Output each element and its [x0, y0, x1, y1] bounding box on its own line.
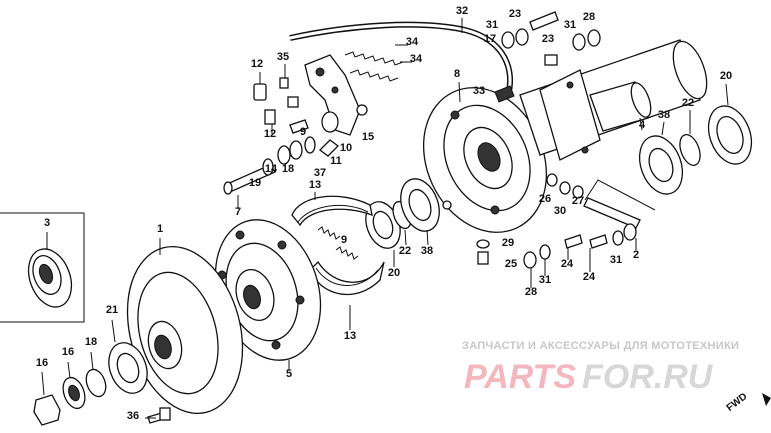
callout-c-8: 8 [454, 68, 460, 80]
callout-c-34a: 34 [406, 36, 419, 48]
callout-c-28b: 28 [525, 286, 537, 298]
callout-c-27: 27 [572, 195, 584, 207]
callout-c-16a: 16 [62, 346, 74, 358]
bearing-right-part-38 [638, 83, 753, 195]
callout-c-35: 35 [277, 51, 289, 63]
callout-c-22b: 22 [399, 245, 411, 257]
callout-c-24b: 24 [583, 271, 596, 283]
callout-c-26: 26 [539, 193, 551, 205]
brake-panel-part-8 [422, 81, 548, 233]
brake-spring-part-9 [314, 192, 359, 330]
callout-c-23a: 23 [509, 8, 521, 20]
callout-c-37: 37 [314, 167, 326, 179]
callout-c-33: 33 [473, 85, 485, 97]
callout-c-17: 17 [484, 33, 496, 45]
callout-c-12b: 12 [264, 128, 276, 140]
callout-c-10: 10 [340, 142, 352, 154]
callout-c-2: 2 [633, 249, 639, 261]
callout-c-14: 14 [265, 163, 278, 175]
callout-c-32: 32 [456, 5, 468, 17]
swingarm-tube-part-4 [519, 39, 708, 161]
callout-c-4: 4 [639, 119, 646, 131]
callout-c-15: 15 [362, 131, 374, 143]
callout-c-20a: 20 [720, 70, 732, 82]
callout-c-29: 29 [502, 237, 514, 249]
brake-drum-part-1 [126, 238, 244, 414]
callout-c-34b: 34 [410, 53, 423, 65]
callout-c-21: 21 [106, 304, 118, 316]
callout-c-7: 7 [235, 206, 241, 218]
bearing-center-part-20 [365, 178, 440, 267]
springs-part-34 [344, 44, 412, 82]
callout-c-9b: 9 [341, 234, 347, 246]
callout-c-13b: 13 [344, 330, 356, 342]
callout-c-3: 3 [44, 217, 50, 229]
hardware-top-right [494, 11, 601, 103]
wheel-hub-part-5 [214, 219, 322, 370]
callout-c-31b: 31 [564, 19, 576, 31]
callout-c-9: 9 [300, 126, 306, 138]
brake-shoe-lower-part-13 [309, 260, 385, 296]
callout-c-24a: 24 [561, 258, 574, 270]
callout-c-22a: 22 [682, 97, 694, 109]
callout-c-31c: 31 [539, 274, 551, 286]
watermark-brand-forru: FOR.RU [582, 358, 714, 396]
callout-c-25: 25 [505, 258, 517, 270]
callout-c-28a: 28 [583, 11, 595, 23]
callout-c-18a: 18 [282, 163, 294, 175]
callout-c-1: 1 [157, 223, 163, 235]
forward-direction-indicator: FWD [725, 391, 771, 414]
callout-c-31d: 31 [610, 254, 622, 266]
bolt-part-36 [145, 407, 171, 424]
callout-c-20b: 20 [388, 267, 400, 279]
callout-c-38a: 38 [658, 109, 670, 121]
callout-c-19: 19 [249, 177, 261, 189]
brake-arm-part-10 [304, 54, 368, 136]
callout-c-11: 11 [330, 155, 342, 167]
callout-c-13a: 13 [309, 179, 321, 191]
watermark-caption: ЗАПЧАСТИ И АКСЕССУАРЫ ДЛЯ МОТОТЕХНИКИ [462, 340, 739, 352]
brake-shoe-upper-part-13 [291, 195, 373, 227]
callout-c-31a: 31 [486, 19, 498, 31]
callout-c-23b: 23 [542, 33, 554, 45]
callout-c-30: 30 [554, 205, 566, 217]
watermark-brand-parts: PARTS [464, 358, 576, 396]
torque-rod-part-2 [476, 173, 656, 288]
inset-box-part-3 [0, 212, 85, 323]
callout-c-38b: 38 [421, 245, 433, 257]
bearing-left-part-21 [33, 319, 148, 426]
callout-c-16b: 16 [36, 357, 48, 369]
cable-part-32 [289, 18, 514, 96]
callout-c-12a: 12 [251, 58, 263, 70]
callout-c-5: 5 [286, 368, 292, 380]
watermark: ЗАПЧАСТИ И АКСЕССУАРЫ ДЛЯ МОТОТЕХНИКИ PA… [462, 340, 739, 396]
fwd-label: FWD [725, 391, 750, 414]
bolt-cluster-left [253, 64, 309, 134]
cam-shaft-part-7 [223, 136, 339, 208]
callout-c-18b: 18 [85, 336, 97, 348]
callout-c-36: 36 [127, 410, 139, 422]
